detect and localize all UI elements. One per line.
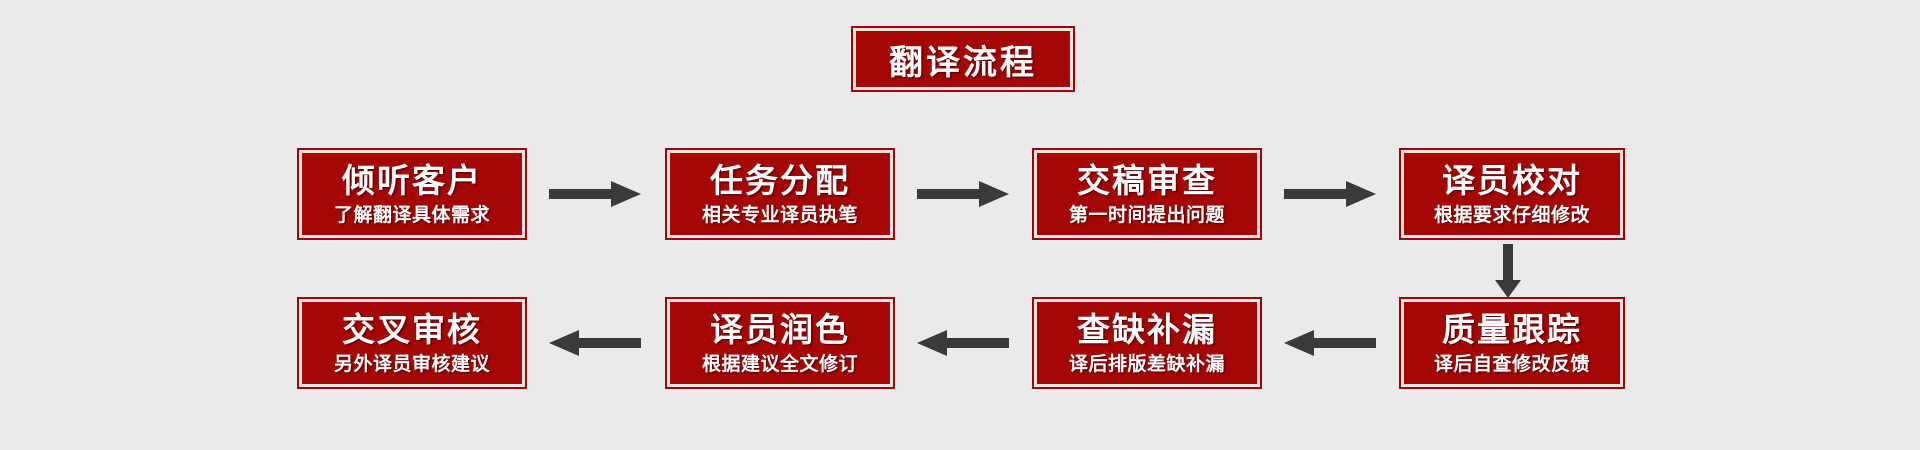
arrow-left-icon bbox=[549, 327, 641, 359]
flow-node-subtitle: 相关专业译员执笔 bbox=[701, 204, 858, 226]
flow-node-subtitle: 另外译员审核建议 bbox=[333, 353, 490, 375]
diagram-title-text: 翻译流程 bbox=[889, 43, 1037, 82]
flow-node-title: 译员润色 bbox=[710, 310, 850, 348]
arrow-left-icon bbox=[1284, 327, 1376, 359]
flow-node-submission-review[interactable]: 交稿审查 第一时间提出问题 bbox=[1032, 148, 1262, 240]
arrow-left-icon bbox=[917, 327, 1009, 359]
arrow-right-icon bbox=[549, 178, 641, 210]
flow-node-subtitle: 第一时间提出问题 bbox=[1068, 204, 1225, 226]
flow-node-title: 查缺补漏 bbox=[1077, 310, 1217, 348]
arrow-right-icon bbox=[1284, 178, 1376, 210]
flow-node-title: 质量跟踪 bbox=[1442, 310, 1582, 348]
arrow-right-icon bbox=[917, 178, 1009, 210]
flow-node-quality-tracking[interactable]: 质量跟踪 译后自查修改反馈 bbox=[1399, 297, 1625, 389]
diagram-title-box: 翻译流程 bbox=[851, 26, 1075, 92]
flow-node-subtitle: 根据建议全文修订 bbox=[701, 353, 858, 375]
flow-node-subtitle: 了解翻译具体需求 bbox=[333, 204, 490, 226]
flow-node-subtitle: 根据要求仔细修改 bbox=[1433, 204, 1590, 226]
flow-node-title: 任务分配 bbox=[710, 161, 850, 199]
flow-node-translator-proofreading[interactable]: 译员校对 根据要求仔细修改 bbox=[1399, 148, 1625, 240]
arrow-down-icon bbox=[1492, 244, 1524, 298]
flow-node-title: 交叉审核 bbox=[342, 310, 482, 348]
flow-node-listen-to-client[interactable]: 倾听客户 了解翻译具体需求 bbox=[297, 148, 527, 240]
flow-node-subtitle: 译后排版差缺补漏 bbox=[1068, 353, 1225, 375]
flow-node-translator-polishing[interactable]: 译员润色 根据建议全文修订 bbox=[665, 297, 895, 389]
flow-node-cross-review[interactable]: 交叉审核 另外译员审核建议 bbox=[297, 297, 527, 389]
flow-node-title: 倾听客户 bbox=[342, 161, 482, 199]
flow-node-title: 译员校对 bbox=[1442, 161, 1582, 199]
flow-node-title: 交稿审查 bbox=[1077, 161, 1217, 199]
flow-node-gap-checking[interactable]: 查缺补漏 译后排版差缺补漏 bbox=[1032, 297, 1262, 389]
flow-node-task-assignment[interactable]: 任务分配 相关专业译员执笔 bbox=[665, 148, 895, 240]
flow-node-subtitle: 译后自查修改反馈 bbox=[1433, 353, 1590, 375]
